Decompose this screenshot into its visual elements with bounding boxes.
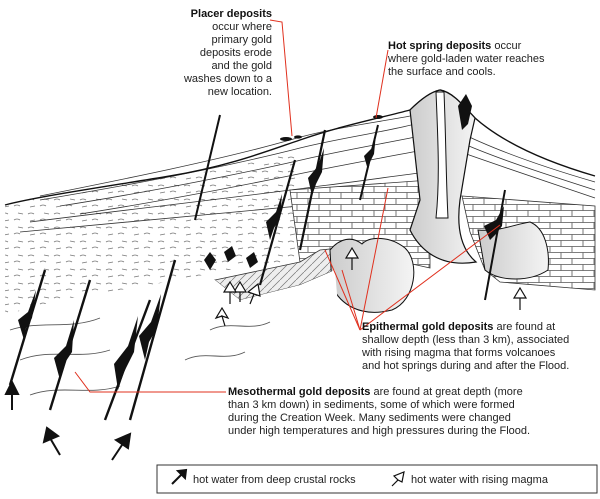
mesothermal-line-3: under high temperatures and high pressur… bbox=[228, 425, 531, 437]
mesothermal-callout: Mesothermal gold deposits are found at g… bbox=[228, 386, 596, 438]
placer-line-2: primary gold bbox=[211, 34, 272, 46]
epithermal-title: Epithermal gold deposits bbox=[362, 321, 494, 333]
hot-spring-title: Hot spring deposits bbox=[388, 40, 492, 52]
mesothermal-line-1: than 3 km down) in sediments, some of wh… bbox=[228, 399, 515, 411]
hot-spring-line-2: the surface and cools. bbox=[388, 66, 496, 78]
hot-spring-line-1: where gold-laden water reaches bbox=[388, 53, 545, 65]
crust-wave-lines bbox=[9, 317, 271, 396]
epithermal-title-suffix: are found at bbox=[493, 321, 556, 333]
legend: hot water from deep crustal rocks hot wa… bbox=[156, 464, 598, 494]
placer-line-6: new location. bbox=[207, 86, 272, 98]
legend-magma-water-label: hot water with rising magma bbox=[411, 474, 549, 486]
deep-water-arrows bbox=[4, 379, 132, 461]
epithermal-callout: Epithermal gold deposits are found at sh… bbox=[362, 321, 598, 373]
placer-callout: Placer deposits occur where primary gold… bbox=[150, 8, 272, 99]
epithermal-line-1: shallow depth (less than 3 km), associat… bbox=[362, 334, 570, 346]
placer-line-1: occur where bbox=[212, 21, 272, 33]
hot-spring-title-suffix: occur bbox=[491, 40, 522, 52]
placer-title: Placer deposits bbox=[190, 8, 272, 20]
mesothermal-line-2: during the Creation Week. Many sediments… bbox=[228, 412, 511, 424]
legend-deep-water-label: hot water from deep crustal rocks bbox=[193, 474, 356, 486]
epithermal-line-3: and hot springs during and after the Flo… bbox=[362, 360, 570, 372]
placer-gravels bbox=[280, 115, 383, 141]
legend-magma-water-icon bbox=[391, 471, 405, 487]
gold-vein-lenses bbox=[18, 94, 504, 390]
placer-line-4: and the gold bbox=[211, 60, 272, 72]
hot-spring-callout: Hot spring deposits occur where gold-lad… bbox=[388, 40, 588, 79]
mesothermal-title: Mesothermal gold deposits bbox=[228, 386, 371, 398]
leader-lines bbox=[74, 19, 501, 393]
mesothermal-title-suffix: are found at great depth (more bbox=[370, 386, 523, 398]
placer-line-3: deposits erode bbox=[199, 47, 272, 59]
deep-crust bbox=[5, 270, 340, 460]
magma-water-arrows bbox=[214, 246, 528, 327]
sediment-block bbox=[4, 89, 596, 315]
epithermal-line-2: with rising magma that forms volcanoes bbox=[362, 347, 556, 359]
legend-deep-water-icon bbox=[171, 468, 188, 485]
placer-line-5: washes down to a bbox=[183, 73, 272, 85]
